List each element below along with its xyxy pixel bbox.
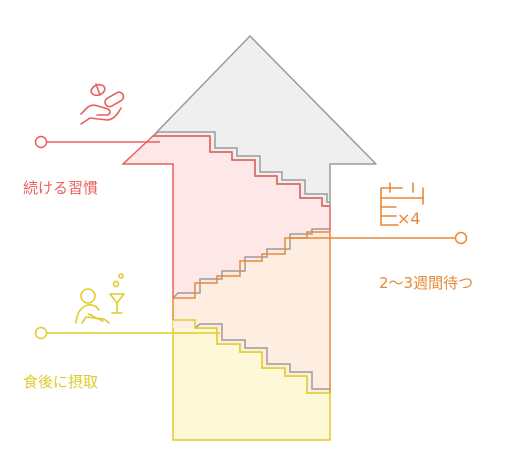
habit-label: 続ける習慣	[23, 179, 98, 197]
calendar-icon	[380, 182, 424, 226]
calendar-times-label: ×4	[397, 209, 421, 228]
wait-connector	[290, 231, 468, 245]
hand-with-pills-icon	[80, 83, 125, 125]
wait-section	[173, 232, 330, 393]
upper-step-highlights	[152, 131, 330, 390]
wait-label: 2〜3週間待つ	[379, 274, 473, 292]
wait-section-outline	[172, 231, 331, 393]
habit-section-outline	[121, 135, 331, 298]
after-meal-label: 食後に摂取	[23, 373, 98, 391]
habit-connector	[34, 135, 160, 149]
after-meal-connector	[34, 326, 220, 340]
habit-section	[123, 136, 330, 298]
person-with-drink-icon	[75, 273, 125, 324]
